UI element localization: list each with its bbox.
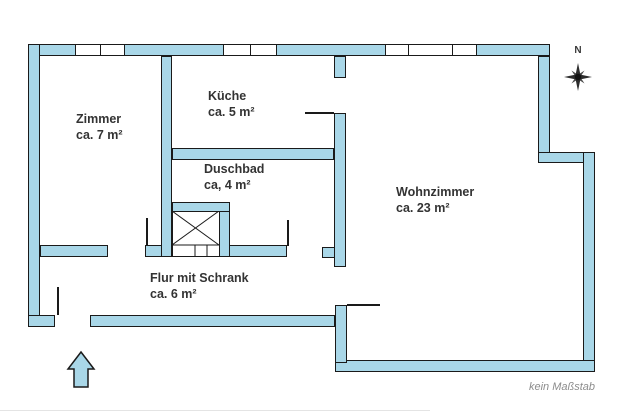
entrance-arrow-icon <box>66 350 96 388</box>
window-kueche <box>223 44 277 56</box>
window-mullion <box>100 45 101 55</box>
room-label-kueche: Küche ca. 5 m² <box>208 88 255 120</box>
wall-kueche-living-stub <box>334 56 346 78</box>
wall-kueche-bottom <box>172 148 334 160</box>
room-name: Küche <box>208 89 247 103</box>
wall-step-vertical <box>538 56 550 163</box>
wall-bottom-living <box>335 360 595 372</box>
window-zimmer <box>75 44 125 56</box>
wall-zimmer-bottom <box>40 245 108 257</box>
room-name: Duschbad <box>204 162 265 176</box>
window-mullion <box>408 45 409 55</box>
wall-left <box>28 44 40 327</box>
wall-flur-stub-left <box>322 247 335 258</box>
window-mullion <box>452 45 453 55</box>
wall-zimmer-kueche-divider <box>161 56 172 257</box>
closet-box-icon <box>172 211 220 257</box>
door-wohnzimmer-leaf <box>347 304 380 306</box>
room-area: ca. 5 m² <box>208 105 255 119</box>
closet-right-wall <box>219 211 230 257</box>
room-name: Flur mit Schrank <box>150 271 249 285</box>
room-area: ca. 6 m² <box>150 287 197 301</box>
scale-note: kein Maßstab <box>528 381 595 393</box>
wall-right <box>583 152 595 372</box>
wall-bottom-entry-left <box>28 315 55 327</box>
door-duschbad-leaf <box>287 220 289 246</box>
door-kueche-leaf <box>305 112 334 114</box>
bottom-divider <box>0 410 430 411</box>
room-area: ca, 4 m² <box>204 178 251 192</box>
room-name: Wohnzimmer <box>396 185 475 199</box>
wall-kueche-living-main <box>334 113 346 267</box>
room-label-wohnzimmer: Wohnzimmer ca. 23 m² <box>396 184 474 216</box>
room-area: ca. 7 m² <box>76 128 123 142</box>
compass-north-label: N <box>574 45 582 56</box>
room-label-duschbad: Duschbad ca, 4 m² <box>204 161 264 193</box>
door-zimmer-leaf <box>146 218 148 246</box>
room-area: ca. 23 m² <box>396 201 450 215</box>
door-entrance-leaf <box>57 287 59 315</box>
room-name: Zimmer <box>76 112 122 126</box>
room-label-flur: Flur mit Schrank ca. 6 m² <box>150 270 249 302</box>
wall-flur-top-right <box>229 245 287 257</box>
compass-rose-icon <box>564 63 592 91</box>
window-mullion <box>250 45 251 55</box>
window-wohnzimmer <box>385 44 477 56</box>
room-label-zimmer: Zimmer ca. 7 m² <box>76 111 123 143</box>
wall-bottom-entry-right <box>90 315 335 327</box>
wall-living-left-lower <box>335 305 347 363</box>
wall-flur-top-middle <box>145 245 162 257</box>
